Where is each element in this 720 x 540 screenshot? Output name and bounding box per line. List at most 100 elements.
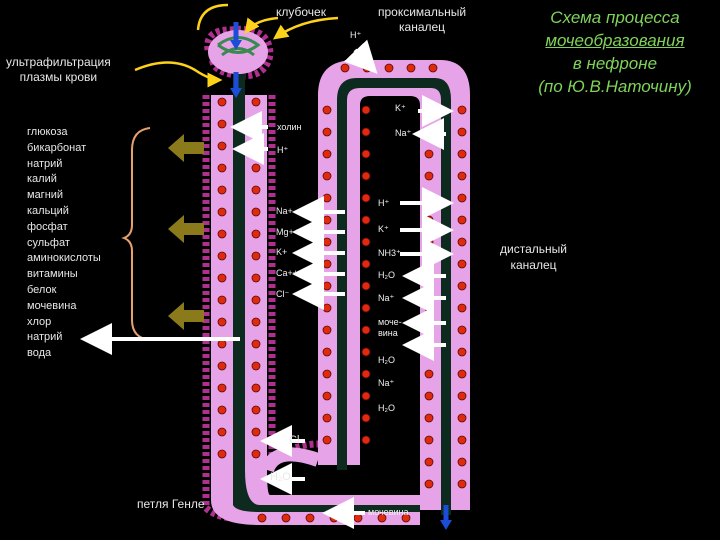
transport-arrows: [80, 39, 454, 529]
substance-item: хлор: [27, 315, 52, 328]
cell-nucleus-dot: [457, 413, 467, 423]
cell-nucleus-dot: [424, 237, 434, 247]
cell-nucleus-dot: [251, 295, 261, 305]
substance-item: аминокислоты: [27, 252, 101, 265]
cell-nucleus-dot: [457, 457, 467, 467]
cell-nucleus-dot: [322, 325, 332, 335]
cell-nucleus-dot: [217, 141, 227, 151]
cell-nucleus-dot: [457, 391, 467, 401]
cell-nucleus-dot: [217, 383, 227, 393]
cell-nucleus-dot: [322, 259, 332, 269]
cell-nucleus-dot: [457, 149, 467, 159]
cell-nucleus-dot: [361, 105, 371, 115]
cell-nucleus-dot: [424, 281, 434, 291]
cell-nucleus-dot: [424, 391, 434, 401]
olive-arrow-icon: [168, 215, 204, 243]
cell-nucleus-dot: [322, 391, 332, 401]
cell-nucleus-dot: [457, 215, 467, 225]
cell-nucleus-dot: [217, 273, 227, 283]
cell-nucleus-dot: [401, 513, 411, 523]
cell-nucleus-dot: [217, 317, 227, 327]
cell-nucleus-dot: [361, 149, 371, 159]
cell-nucleus-dot: [322, 237, 332, 247]
cell-nucleus-dot: [406, 63, 416, 73]
cell-nucleus-dot: [457, 105, 467, 115]
substance-item: фосфат: [27, 220, 68, 233]
substance-item: глюкоза: [27, 126, 68, 138]
cell-nucleus-dot: [217, 185, 227, 195]
ion-h2o-bottom: H₂O: [270, 471, 291, 483]
ion-nh3-right: NH3⁺: [378, 248, 401, 258]
cell-nucleus-dot: [457, 171, 467, 181]
cell-nucleus-dot: [424, 215, 434, 225]
cell-nucleus-dot: [217, 251, 227, 261]
label-proximal-line1: проксимальный: [378, 5, 467, 19]
cell-nucleus-dot: [322, 347, 332, 357]
ion-cl-left: Cl⁻: [276, 289, 290, 299]
ion-h-left: H⁺: [277, 145, 289, 155]
ion-h2o-right3: H₂O: [378, 403, 395, 413]
cell-nucleus-dot: [424, 325, 434, 335]
cell-nucleus-dot: [305, 513, 315, 523]
ion-h2o-right2: H₂O: [378, 355, 395, 365]
cell-nucleus-dot: [217, 119, 227, 129]
cell-nucleus-dot: [428, 63, 438, 73]
cell-nucleus-dot: [251, 317, 261, 327]
filtrate-arrowhead-top: [230, 40, 242, 50]
substance-item: сульфат: [27, 236, 70, 249]
ion-ca-left: Ca++: [276, 268, 299, 278]
urine-outflow-arrowhead: [440, 520, 452, 530]
ion-mg-left: Mg++: [276, 227, 300, 237]
ion-h2o-right1: H₂O: [378, 270, 395, 280]
cell-nucleus-dot: [361, 281, 371, 291]
cell-nucleus-dot: [361, 435, 371, 445]
cell-nucleus-dot: [361, 259, 371, 269]
cell-nucleus-dot: [457, 193, 467, 203]
cell-nucleus-dot: [217, 361, 227, 371]
ion-urea-right-line1: моче-: [378, 317, 402, 327]
substance-brace: [121, 127, 151, 341]
cell-nucleus-dot: [322, 413, 332, 423]
cell-nucleus-dot: [251, 207, 261, 217]
substance-item: белок: [27, 283, 57, 296]
cell-nucleus-dot: [217, 163, 227, 173]
cell-nucleus-dot: [251, 229, 261, 239]
ion-choline: холин: [277, 122, 302, 132]
cell-nucleus-dot: [322, 303, 332, 313]
cell-nucleus-dot: [424, 149, 434, 159]
cell-nucleus-dot: [457, 347, 467, 357]
ion-urea-right-line2: вина: [378, 328, 398, 338]
cell-nucleus-dot: [457, 479, 467, 489]
cell-nucleus-dot: [457, 325, 467, 335]
cell-nucleus-dot: [384, 63, 394, 73]
cell-nucleus-dot: [322, 171, 332, 181]
cell-nucleus-dot: [251, 383, 261, 393]
cell-nucleus-dot: [251, 251, 261, 261]
cell-nucleus-dot: [377, 513, 387, 523]
cell-nucleus-dot: [457, 435, 467, 445]
cell-nucleus-dot: [361, 127, 371, 137]
ion-na-right2: Na⁺: [378, 378, 395, 388]
cell-nucleus-dot: [457, 127, 467, 137]
cell-nucleus-dot: [322, 193, 332, 203]
cell-nucleus-dot: [424, 457, 434, 467]
ion-k-top: K⁺: [395, 103, 406, 113]
pointer-arc-glomerulus: [196, 3, 229, 31]
cell-nucleus-dot: [424, 435, 434, 445]
cell-nucleus-dot: [424, 413, 434, 423]
cell-nucleus-dot: [424, 259, 434, 269]
cell-nucleus-dot: [322, 105, 332, 115]
cell-nucleus-dot: [424, 171, 434, 181]
label-ultrafiltration: ультрафильтрация плазмы крови: [6, 55, 111, 85]
cell-nucleus-dot: [457, 237, 467, 247]
cell-nucleus-dot: [361, 193, 371, 203]
cell-nucleus-dot: [251, 185, 261, 195]
substance-item: натрий: [27, 157, 63, 170]
ion-na-top: Na⁺: [395, 128, 412, 138]
substance-item: кальций: [27, 204, 69, 217]
label-proximal: проксимальный каналец: [378, 5, 466, 35]
cell-nucleus-dot: [361, 171, 371, 181]
cell-nucleus-dot: [251, 97, 261, 107]
substance-item: витамины: [27, 268, 78, 281]
descending-limb-lumen: [233, 60, 245, 500]
